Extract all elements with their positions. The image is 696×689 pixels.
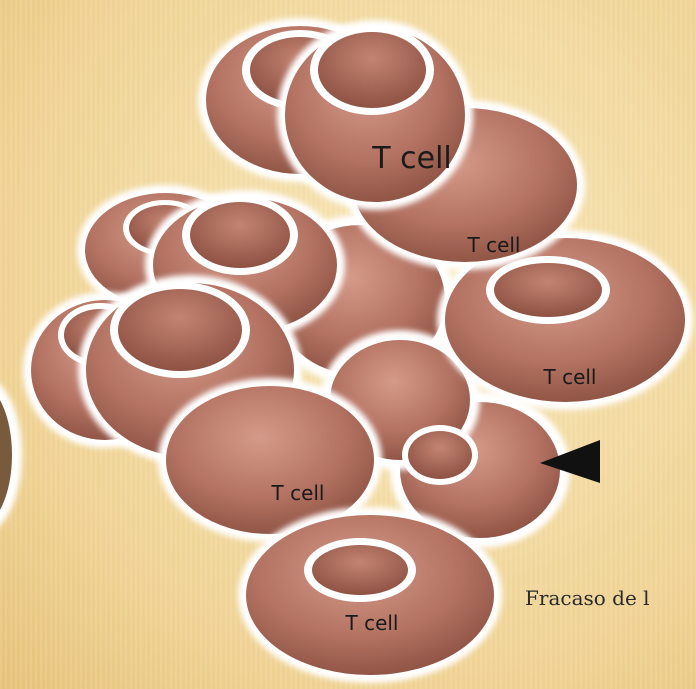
caption-text: Fracaso de l (525, 586, 650, 610)
t-cell-lower-center-label: T cell (271, 481, 325, 505)
cell-lower-mid-peek (402, 425, 478, 485)
t-cell-top-label: T cell (371, 141, 451, 176)
t-cell-right-label: T cell (543, 365, 597, 389)
t-cell-bottom: T cell (238, 507, 502, 683)
t-cell-top: T cell (277, 20, 473, 210)
t-cell-upper-middle-label: T cell (467, 233, 521, 257)
edge-cell (0, 375, 22, 535)
t-cell-bottom-label: T cell (345, 611, 399, 635)
